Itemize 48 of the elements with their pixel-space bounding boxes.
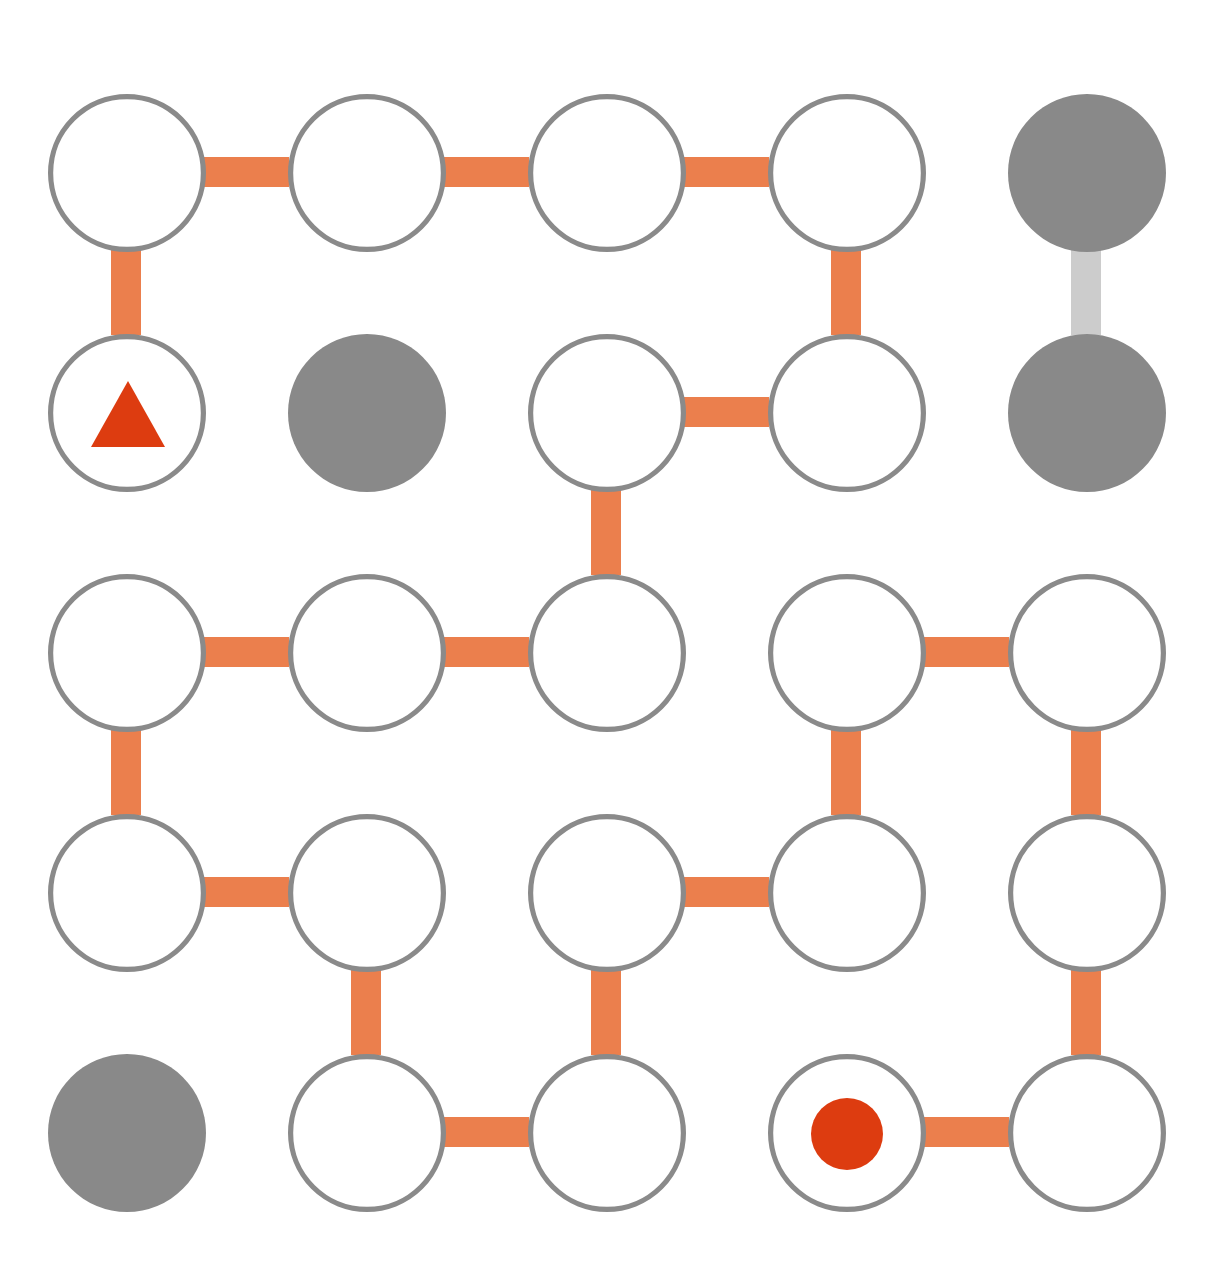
circle-node — [527, 93, 685, 251]
connector-bar — [923, 1117, 1009, 1147]
dot-icon — [810, 1097, 882, 1169]
circle-node — [1007, 1053, 1165, 1211]
circle-node — [1007, 573, 1165, 731]
circle-node — [287, 573, 445, 731]
circle-node — [767, 1053, 925, 1211]
connector-bar — [683, 397, 769, 427]
circle-node — [47, 333, 205, 491]
connector-bar — [111, 249, 141, 335]
connector-bar — [203, 877, 289, 907]
circle-node — [527, 1053, 685, 1211]
connector-bar — [683, 877, 769, 907]
connector-bar — [1071, 249, 1101, 335]
connector-bar — [111, 729, 141, 815]
connector-bar — [683, 157, 769, 187]
circle-node — [527, 333, 685, 491]
circle-node — [767, 573, 925, 731]
connector-bar — [443, 157, 529, 187]
connector-bar — [831, 729, 861, 815]
circle-node — [1007, 813, 1165, 971]
circle-node — [287, 1053, 445, 1211]
connector-bar — [831, 249, 861, 335]
connector-bar — [591, 489, 621, 575]
connector-bar — [923, 637, 1009, 667]
connector-bar — [1071, 969, 1101, 1055]
filled-circle — [1007, 333, 1165, 491]
filled-circle — [47, 1053, 205, 1211]
filled-circle — [1007, 93, 1165, 251]
filled-circle — [287, 333, 445, 491]
circle-node — [47, 93, 205, 251]
connector-bar — [1071, 729, 1101, 815]
connector-bar — [351, 969, 381, 1055]
connector-bar — [591, 969, 621, 1055]
circle-node — [767, 93, 925, 251]
triangle-icon — [90, 380, 164, 446]
circle-node — [47, 813, 205, 971]
connector-bar — [203, 637, 289, 667]
connector-bar — [443, 1117, 529, 1147]
connector-bar — [443, 637, 529, 667]
circle-node — [527, 813, 685, 971]
circle-node — [767, 333, 925, 491]
circle-node — [47, 573, 205, 731]
circle-node — [767, 813, 925, 971]
circle-node — [287, 813, 445, 971]
connector-bar — [203, 157, 289, 187]
circle-node — [287, 93, 445, 251]
circle-node — [527, 573, 685, 731]
